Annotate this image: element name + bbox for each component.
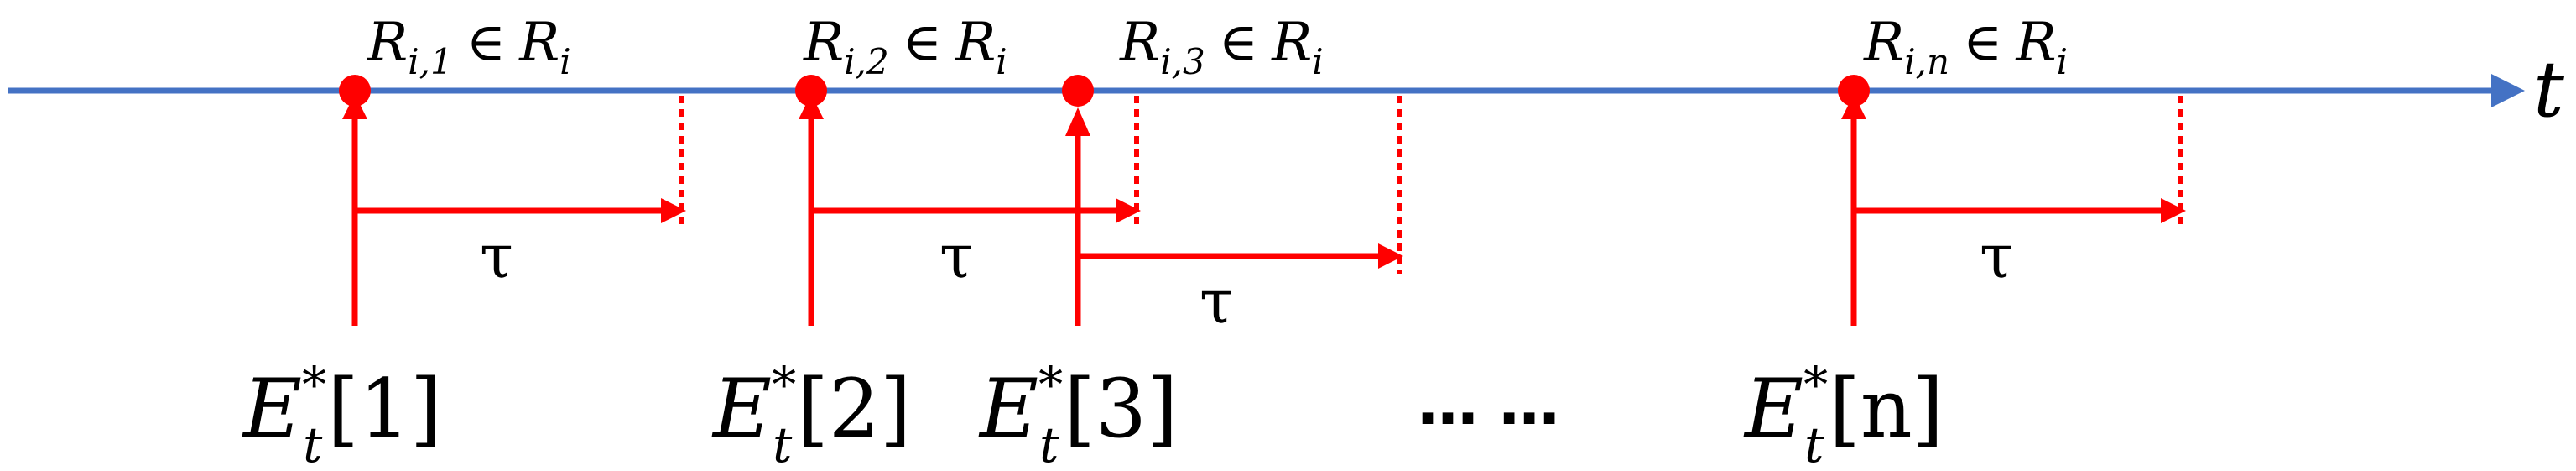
- event-3-dot: [1062, 75, 1094, 107]
- event-n-request-label: Ri,n∈Ri: [1863, 12, 2068, 82]
- event-1-estimate-label: E*t[1]: [242, 356, 441, 471]
- event-n-tau-arrowhead: [2161, 198, 2186, 223]
- event-3: Ri,3∈Ri τ E*t[3]: [978, 12, 1403, 471]
- event-3-estimate-label: E*t[3]: [978, 356, 1178, 471]
- event-3-up-arrowhead: [1065, 107, 1090, 136]
- event-1-tau-arrowhead: [661, 198, 686, 223]
- event-n-dot: [1838, 75, 1870, 107]
- event-n: Ri,n∈Ri τ E*t[n]: [1743, 12, 2186, 471]
- event-1-tau-label: τ: [480, 221, 513, 291]
- event-2: Ri,2∈Ri τ E*t[2]: [711, 12, 1141, 471]
- event-n-estimate-label: E*t[n]: [1743, 356, 1944, 471]
- event-2-request-label: Ri,2∈Ri: [803, 12, 1007, 82]
- event-3-request-label: Ri,3∈Ri: [1119, 12, 1324, 82]
- event-3-tau-arrowhead: [1378, 243, 1403, 269]
- event-3-tau-label: τ: [1200, 266, 1233, 337]
- event-2-estimate-label: E*t[2]: [711, 356, 911, 471]
- event-1-request-label: Ri,1∈Ri: [367, 12, 571, 82]
- time-axis-arrowhead: [2491, 74, 2525, 107]
- event-n-tau-label: τ: [1980, 221, 2013, 291]
- event-2-tau-label: τ: [939, 221, 973, 291]
- event-1-dot: [339, 75, 371, 107]
- event-2-up-arrowhead: [799, 94, 824, 119]
- time-axis-label: t: [2533, 44, 2565, 134]
- event-2-dot: [795, 75, 827, 107]
- event-1: Ri,1∈Ri τ E*t[1]: [242, 12, 686, 471]
- event-n-up-arrowhead: [1841, 94, 1866, 119]
- ellipsis: … …: [1418, 368, 1559, 438]
- event-1-up-arrowhead: [342, 94, 367, 119]
- event-2-tau-arrowhead: [1116, 198, 1141, 223]
